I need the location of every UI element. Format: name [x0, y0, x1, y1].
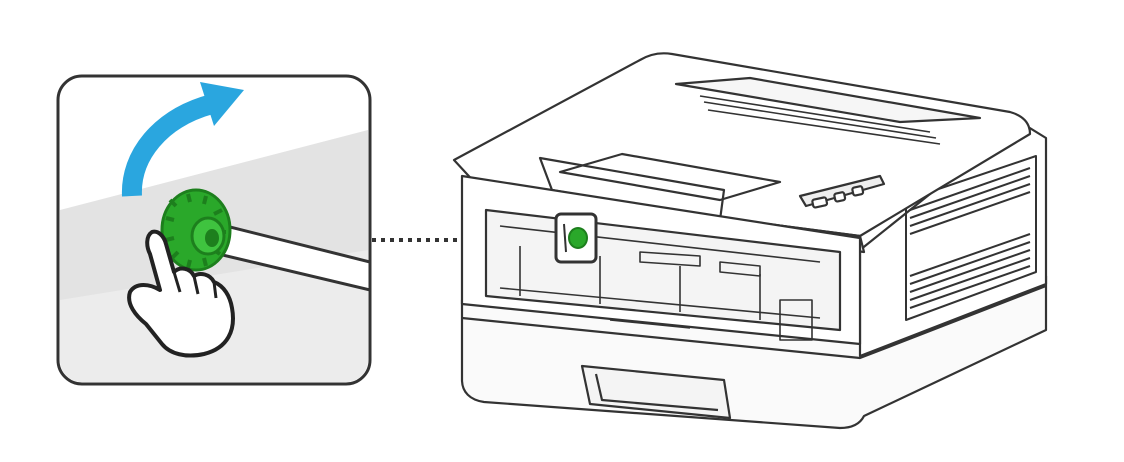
green-knob-icon [160, 188, 232, 272]
knob-location-box [554, 212, 598, 264]
side-vents [905, 155, 1037, 321]
control-panel [798, 174, 886, 209]
printer-icon [452, 52, 1048, 430]
output-slot [674, 76, 982, 124]
rotate-arrow-icon [121, 82, 244, 197]
printer-top [452, 52, 1032, 238]
paper-support [558, 152, 782, 202]
pointing-hand-icon [127, 229, 235, 358]
inset-panel [56, 74, 372, 386]
